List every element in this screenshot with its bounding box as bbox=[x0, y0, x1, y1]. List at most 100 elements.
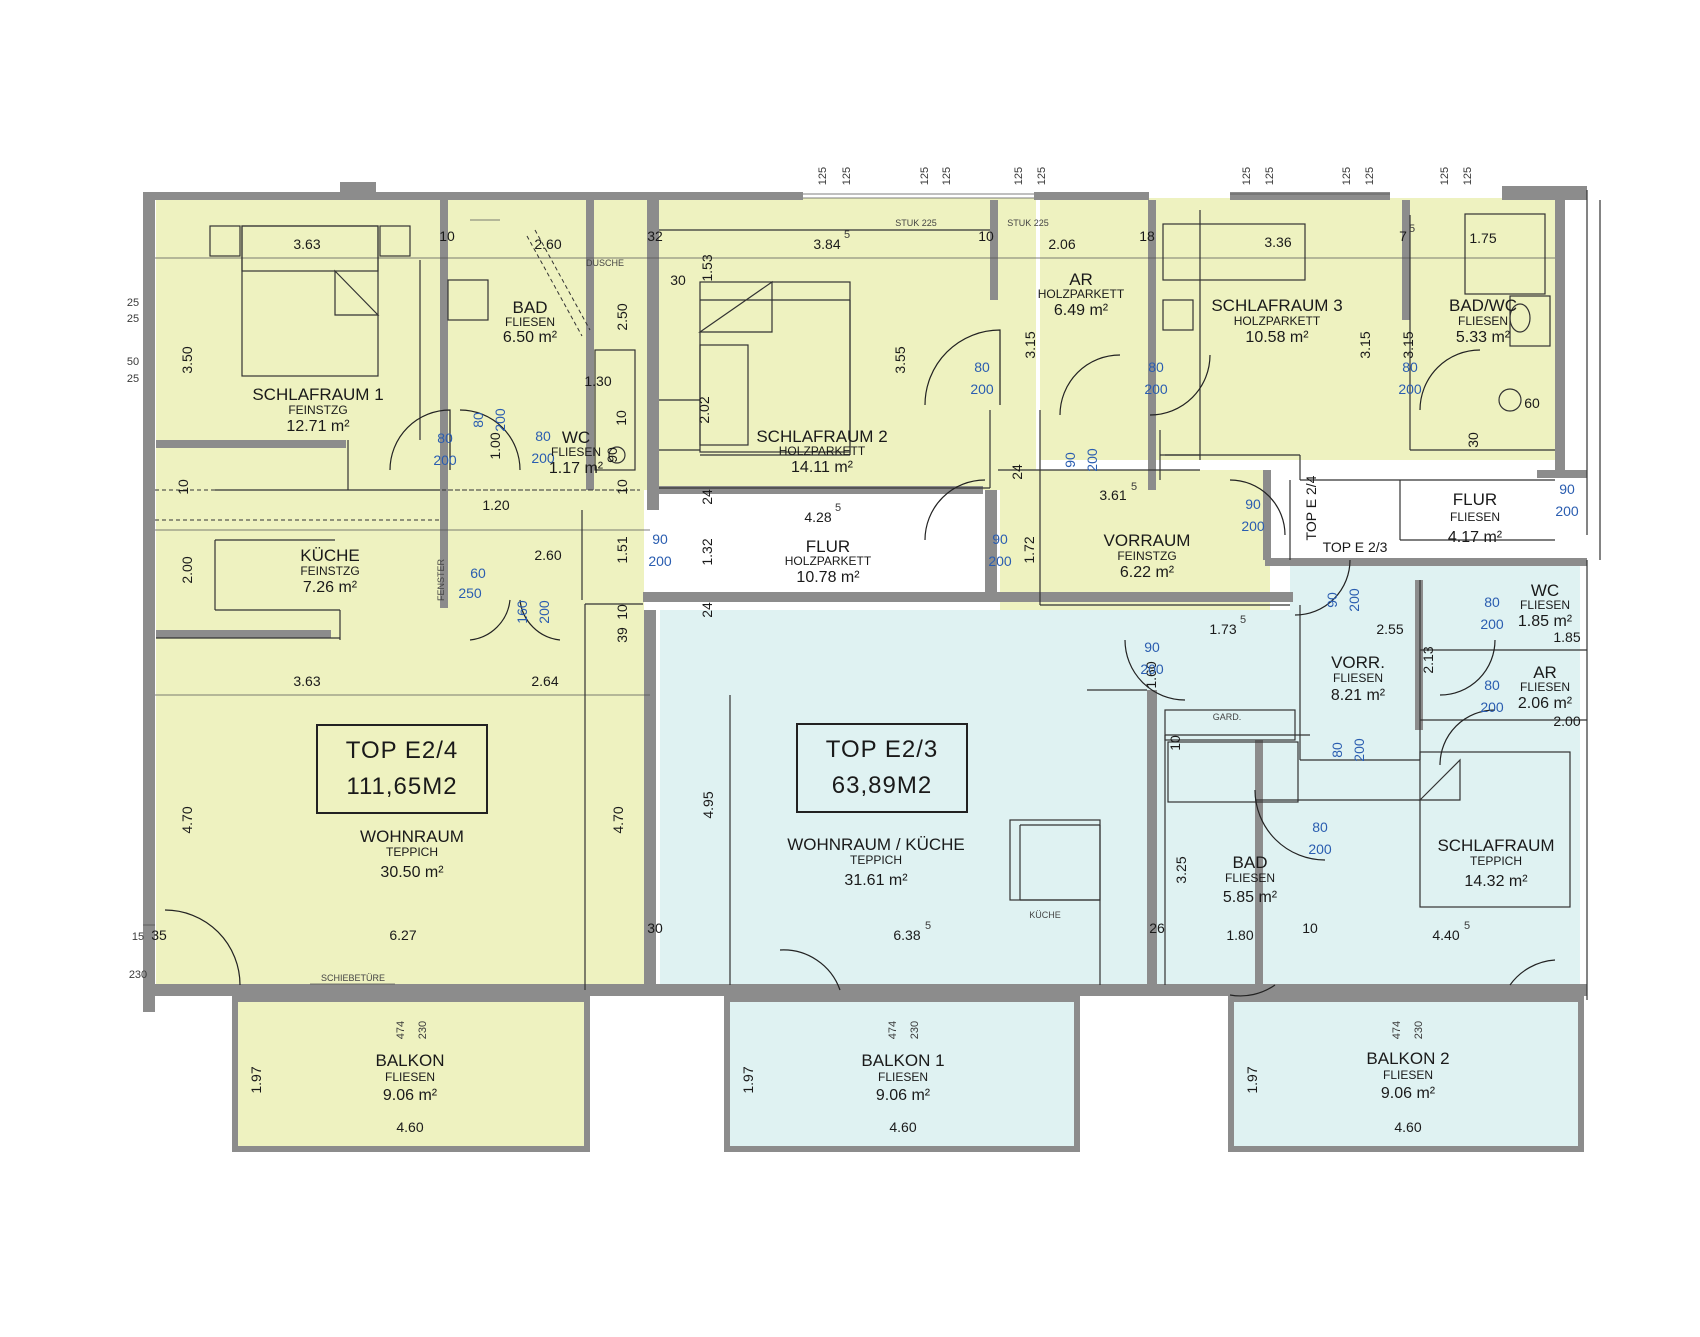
room-badwc: BAD/WC FLIESEN 5.33 m² bbox=[1449, 296, 1517, 346]
door-200: 200 bbox=[1308, 841, 1332, 857]
door-200: 200 bbox=[433, 452, 457, 468]
door-90: 90 bbox=[1144, 639, 1160, 655]
dim-384: 3.84 bbox=[813, 236, 840, 252]
dim-30: 30 bbox=[670, 272, 686, 288]
dim-363-b: 3.63 bbox=[293, 673, 320, 689]
door-80: 80 bbox=[1484, 594, 1500, 610]
fill-top-e2-4-east bbox=[1000, 470, 1270, 610]
room-area: 6.22 m² bbox=[1120, 564, 1175, 581]
fill-badwc bbox=[1040, 198, 1560, 460]
room-area: 7.26 m² bbox=[303, 579, 358, 596]
dim-175: 1.75 bbox=[1469, 230, 1496, 246]
dim-120: 1.20 bbox=[482, 497, 509, 513]
dim-172: 1.72 bbox=[1021, 536, 1037, 563]
room-name: WC bbox=[1531, 581, 1559, 600]
room-bad1: BAD FLIESEN 6.50 m² bbox=[503, 298, 558, 346]
room-name: SCHLAFRAUM bbox=[1437, 836, 1554, 855]
dim-197-a: 1.97 bbox=[248, 1066, 264, 1093]
door-80: 80 bbox=[1312, 819, 1328, 835]
room-area: 5.33 m² bbox=[1456, 329, 1511, 346]
dim-361: 3.61 bbox=[1099, 487, 1126, 503]
room-area: 12.71 m² bbox=[286, 418, 350, 435]
fenster-label: FENSTER bbox=[436, 559, 446, 602]
room-name: BALKON 1 bbox=[861, 1051, 944, 1070]
door-90: 90 bbox=[1062, 452, 1078, 468]
dim-230-b: 230 bbox=[909, 1021, 921, 1039]
dim-474-a: 474 bbox=[395, 1021, 407, 1039]
room-floor: TEPPICH bbox=[850, 853, 902, 867]
room-area: 5.85 m² bbox=[1223, 889, 1278, 906]
door-200: 200 bbox=[1140, 661, 1164, 677]
dim-470-b: 4.70 bbox=[610, 806, 626, 833]
room-area: 14.11 m² bbox=[791, 459, 854, 476]
dim-35: 35 bbox=[151, 927, 167, 943]
bed-4 bbox=[1419, 751, 1571, 908]
dim-32: 32 bbox=[647, 228, 663, 244]
door-90: 90 bbox=[1559, 481, 1575, 497]
dim-361-sup: 5 bbox=[1131, 481, 1137, 493]
stuk-label: STUK 225 bbox=[1007, 218, 1049, 228]
room-area: 10.58 m² bbox=[1245, 329, 1309, 346]
dim-24-c: 24 bbox=[699, 602, 715, 618]
dim-384-sup: 5 bbox=[844, 229, 850, 241]
bathtub-1 bbox=[447, 279, 489, 321]
dim-100: 1.00 bbox=[487, 432, 503, 459]
dim-350: 3.50 bbox=[179, 346, 195, 373]
room-area: 31.61 m² bbox=[844, 872, 908, 889]
room-name: BAD bbox=[513, 298, 548, 317]
door-200: 200 bbox=[1398, 381, 1422, 397]
room-vorraum: VORRAUM FEINSTZG 6.22 m² bbox=[1104, 531, 1191, 581]
dim-230: 230 bbox=[129, 969, 147, 981]
dim-tick: 125 bbox=[1341, 167, 1353, 185]
room-name: VORRAUM bbox=[1104, 531, 1191, 550]
dim-tick: 125 bbox=[841, 167, 853, 185]
door-80: 80 bbox=[535, 428, 551, 444]
dim-197-c: 1.97 bbox=[1244, 1066, 1260, 1093]
room-name: KÜCHE bbox=[300, 546, 360, 565]
door-80: 80 bbox=[437, 430, 453, 446]
gard-label: GARD. bbox=[1213, 712, 1242, 722]
door-80: 80 bbox=[1484, 677, 1500, 693]
fill-balkon2 bbox=[1232, 998, 1582, 1150]
dim-39: 39 bbox=[614, 627, 630, 643]
door-250: 250 bbox=[458, 585, 482, 601]
dim-213: 2.13 bbox=[1420, 646, 1436, 673]
dim-638-sup: 5 bbox=[925, 920, 931, 932]
dim-151: 1.51 bbox=[614, 536, 630, 563]
room-schlafraum4: SCHLAFRAUM TEPPICH 14.32 m² bbox=[1437, 836, 1554, 890]
room-floor: FLIESEN bbox=[1520, 680, 1570, 694]
room-floor: FEINSTZG bbox=[300, 564, 359, 578]
dim-495: 4.95 bbox=[700, 791, 716, 818]
dim-474-c: 474 bbox=[1391, 1021, 1403, 1039]
dim-24-b: 24 bbox=[1009, 464, 1025, 480]
door-arcs bbox=[164, 329, 1556, 997]
dim-206: 2.06 bbox=[1048, 236, 1075, 252]
fill-top-e2-3-main bbox=[660, 610, 1580, 987]
dim-255: 2.55 bbox=[1376, 621, 1403, 637]
dim-30-c: 30 bbox=[1465, 432, 1481, 448]
door-200: 200 bbox=[1084, 448, 1100, 472]
dim-18: 18 bbox=[1139, 228, 1155, 244]
room-name: BALKON 2 bbox=[1366, 1049, 1449, 1068]
room-name: WOHNRAUM / KÜCHE bbox=[787, 835, 965, 854]
room-name: FLUR bbox=[1453, 490, 1497, 509]
room-area: 9.06 m² bbox=[383, 1087, 438, 1104]
detail-lines bbox=[143, 190, 1601, 1000]
door-200: 200 bbox=[1480, 699, 1504, 715]
dim-315-a: 3.15 bbox=[1022, 331, 1038, 358]
dim-7-sup: 5 bbox=[1409, 223, 1415, 235]
room-area: 30.50 m² bbox=[380, 864, 444, 881]
room-wohnraum1: WOHNRAUM TEPPICH 30.50 m² bbox=[360, 827, 464, 881]
dim-10-b: 10 bbox=[978, 228, 994, 244]
unit-box-e2-3 bbox=[796, 723, 968, 813]
dim-428-sup: 5 bbox=[835, 502, 841, 514]
room-name: BAD bbox=[1233, 853, 1268, 872]
room-balkon2: BALKON 2 FLIESEN 9.06 m² bbox=[1366, 1049, 1449, 1102]
room-area: 9.06 m² bbox=[876, 1087, 931, 1104]
room-schlafraum1: SCHLAFRAUM 1 FEINSTZG 12.71 m² bbox=[252, 385, 383, 435]
unit-fills bbox=[156, 198, 1582, 1150]
dim-440: 4.40 bbox=[1432, 927, 1459, 943]
room-name: BALKON bbox=[376, 1051, 445, 1070]
dim-440-sup: 5 bbox=[1464, 920, 1470, 932]
room-floor: FEINSTZG bbox=[1117, 549, 1176, 563]
